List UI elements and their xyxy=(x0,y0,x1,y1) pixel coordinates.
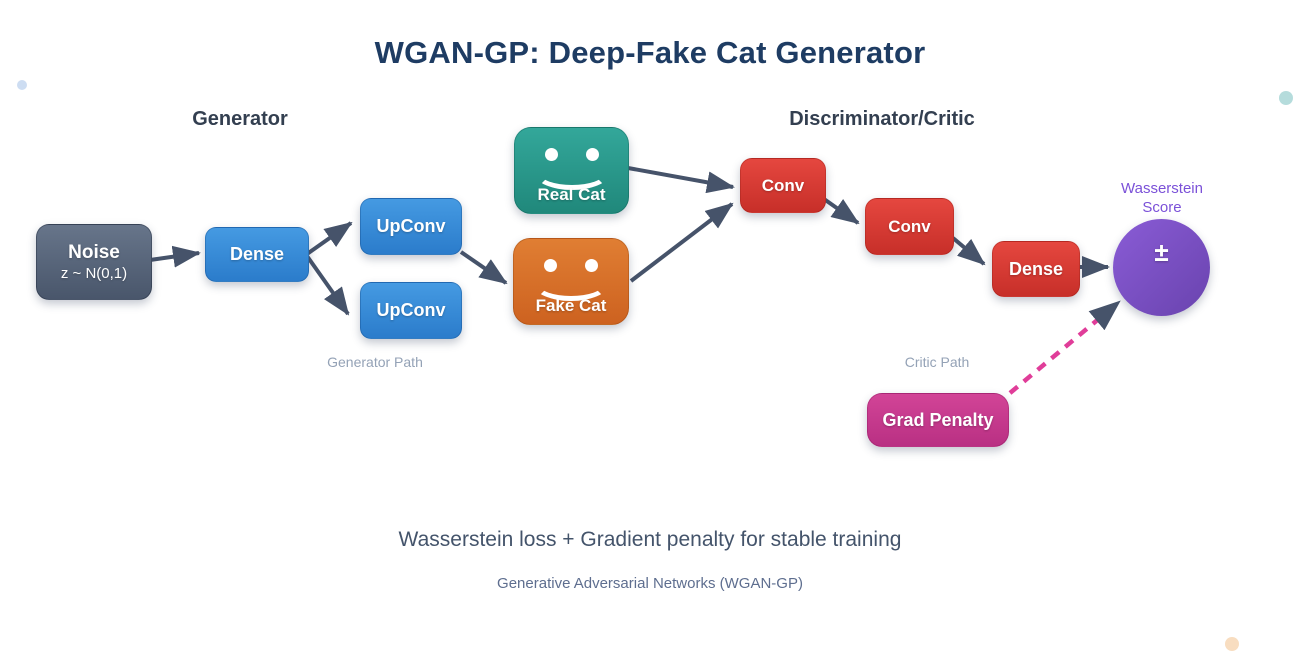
decor-dot-peach xyxy=(1225,637,1239,651)
wasserstein-score-caption: Wasserstein Score xyxy=(1121,180,1203,216)
node-conv-2: Conv xyxy=(865,198,954,255)
node-noise: Noise z ~ N(0,1) xyxy=(36,224,152,300)
cat-eye-right-icon xyxy=(586,148,599,161)
dense-generator-label: Dense xyxy=(229,244,285,264)
dense-critic-label: Dense xyxy=(1008,258,1064,279)
cat-smile-icon xyxy=(534,268,608,301)
arrow-real-cat-to-conv xyxy=(627,166,735,194)
arrow-fake-cat-to-conv xyxy=(629,202,734,283)
node-upconv-bottom: UpConv xyxy=(360,282,462,339)
decor-dot-teal xyxy=(1279,91,1293,105)
arrow-noise-to-dense xyxy=(149,245,201,268)
conv-1-label: Conv xyxy=(761,175,805,195)
plus-minus-icon: ± xyxy=(1154,237,1169,267)
arrow-dense-to-upconv-top xyxy=(305,221,353,256)
node-dense-generator: Dense xyxy=(205,227,309,282)
node-wasserstein-score: ± xyxy=(1113,219,1210,316)
decor-dot-blue xyxy=(17,80,27,90)
arrow-dense-to-upconv-bottom xyxy=(305,254,350,316)
cat-smile-icon xyxy=(534,157,609,190)
node-conv-1: Conv xyxy=(740,158,826,213)
arrow-conv1-to-conv2 xyxy=(822,197,860,225)
diagram-subtitle: Wasserstein loss + Gradient penalty for … xyxy=(398,528,902,551)
fake-cat-label: Fake Cat xyxy=(535,296,607,315)
arrow-upconv-to-fake-cat xyxy=(459,250,508,285)
conv-2-label: Conv xyxy=(888,216,931,236)
upconv-top-label: UpConv xyxy=(376,216,446,236)
page-title: WGAN-GP: Deep-Fake Cat Generator xyxy=(374,35,926,70)
generator-path-label: Generator Path xyxy=(327,354,423,370)
upconv-bottom-label: UpConv xyxy=(376,300,446,320)
node-grad-penalty: Grad Penalty xyxy=(867,393,1009,447)
cat-eye-right-icon xyxy=(585,259,598,272)
noise-label: Noise xyxy=(68,241,120,263)
arrow-conv2-to-dense xyxy=(951,236,986,266)
real-cat-label: Real Cat xyxy=(537,185,606,204)
critic-section-heading: Discriminator/Critic xyxy=(789,108,975,130)
node-real-cat: Real Cat xyxy=(514,127,629,214)
arrow-grad-penalty-to-score-dashed xyxy=(1008,300,1121,395)
node-upconv-top: UpConv xyxy=(360,198,462,255)
diagram-footer-caption: Generative Adversarial Networks (WGAN-GP… xyxy=(497,575,803,592)
generator-section-heading: Generator xyxy=(192,108,288,130)
node-dense-critic: Dense xyxy=(992,241,1080,297)
critic-path-label: Critic Path xyxy=(904,354,970,370)
noise-sublabel: z ~ N(0,1) xyxy=(60,264,128,282)
grad-penalty-label: Grad Penalty xyxy=(882,409,994,430)
node-fake-cat: Fake Cat xyxy=(513,238,629,325)
